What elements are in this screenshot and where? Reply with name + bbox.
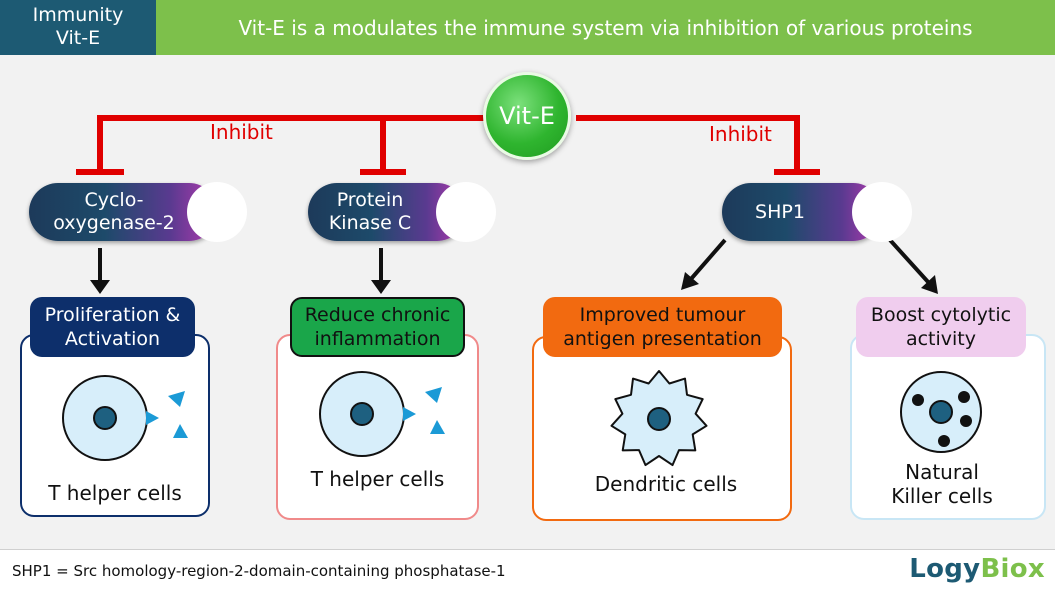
inhibit-line-right: [576, 115, 800, 172]
dendritic-cell-icon: [610, 370, 708, 467]
logybiox-logo: LogyBiox: [909, 554, 1045, 584]
inhibit-label-left: Inhibit: [210, 120, 273, 144]
topic-line-1: Immunity: [32, 4, 124, 26]
arrowhead-2: [371, 280, 391, 294]
arrow-shp1-to-nk: [888, 238, 931, 285]
protein-cox2-label: Cyclo- oxygenase-2: [53, 189, 175, 234]
t-helper-cell-icon-2: [319, 371, 445, 457]
inhibit-label-right: Inhibit: [709, 122, 772, 146]
arrowhead-4: [921, 275, 938, 294]
topic-line-2: Vit-E: [55, 27, 101, 49]
t-helper-cell-icon-1: [62, 375, 188, 461]
outcome-title-3: Improved tumour antigen presentation: [543, 297, 782, 357]
outcome-title-2: Reduce chronic inflammation: [290, 297, 465, 357]
protein-shp1: SHP1: [722, 182, 912, 242]
outcome-caption-2: T helper cells: [310, 467, 445, 491]
protein-pkc: Protein Kinase C: [308, 182, 496, 242]
arrow-shp1-to-dendritic: [689, 238, 727, 281]
protein-cox2: Cyclo- oxygenase-2: [29, 182, 247, 242]
protein-pkc-label: Protein Kinase C: [328, 189, 412, 234]
outcome-title-1: Proliferation & Activation: [30, 297, 195, 357]
page-title: Vit-E is a modulates the immune system v…: [156, 0, 1055, 55]
outcome-title-4: Boost cytolytic activity: [856, 297, 1026, 357]
outcome-caption-1: T helper cells: [48, 481, 182, 505]
arrowhead-1: [90, 280, 110, 294]
arrowhead-3: [681, 272, 699, 290]
topic-badge: Immunity Vit-E: [0, 0, 156, 55]
vit-e-node: Vit-E: [483, 72, 571, 160]
footnote: SHP1 = Src homology-region-2-domain-cont…: [12, 562, 506, 580]
natural-killer-cell-icon: [900, 371, 982, 453]
outcome-caption-3: Dendritic cells: [594, 472, 738, 496]
outcome-caption-4: Natural Killer cells: [891, 460, 993, 508]
footer: SHP1 = Src homology-region-2-domain-cont…: [0, 549, 1055, 593]
protein-shp1-label: SHP1: [755, 200, 805, 223]
inhibit-line-left: [97, 115, 486, 172]
